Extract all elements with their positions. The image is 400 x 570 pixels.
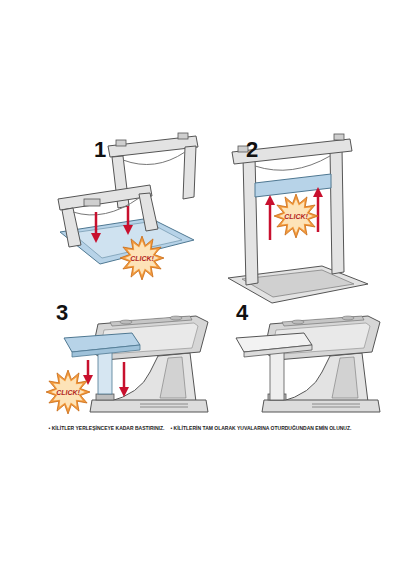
note-text: • KİLİTLERİN TAM OLARAK YUVALARINA OTURD… — [170, 426, 351, 431]
click-burst — [274, 194, 318, 238]
click-burst — [120, 236, 164, 280]
step1-illustration — [58, 133, 198, 264]
click-burst — [46, 370, 90, 414]
note-text: • KİLİTLER YERLEŞİNCEYE KADAR BASTIRINIZ… — [49, 426, 165, 431]
step3-illustration — [64, 316, 208, 412]
step-number: 4 — [236, 302, 248, 324]
step4-illustration — [236, 316, 380, 412]
click-callout: CLICK! — [284, 213, 308, 220]
click-callout: CLICK! — [130, 255, 154, 262]
click-callout: CLICK! — [56, 389, 80, 396]
step-number: 1 — [94, 139, 106, 161]
step2-illustration — [228, 134, 368, 303]
step-number: 3 — [56, 302, 68, 324]
step-number: 2 — [246, 139, 258, 161]
